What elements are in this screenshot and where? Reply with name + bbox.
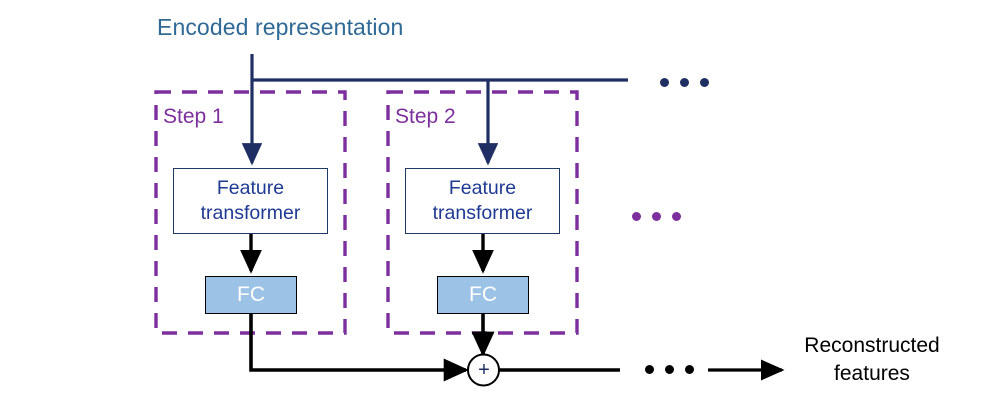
ellipsis-dot	[652, 212, 661, 221]
ellipsis-dot	[700, 78, 709, 87]
encoded-representation-label: Encoded representation	[157, 14, 404, 40]
sum-node-symbol: +	[478, 359, 490, 381]
ellipsis-dot	[685, 365, 694, 374]
step-1-label: Step 1	[163, 105, 224, 128]
reconstructed-features-label: Reconstructed features	[782, 332, 962, 388]
ellipsis-dot	[672, 212, 681, 221]
step-1-feature-transformer-box: Feature transformer	[173, 168, 328, 234]
ellipsis-dot	[680, 78, 689, 87]
step-2-label: Step 2	[395, 105, 456, 128]
step-1-fc-to-sum-path	[249, 314, 469, 382]
ellipsis-top-icon	[660, 78, 709, 87]
ellipsis-dot	[632, 212, 641, 221]
step-1-fc-box: FC	[205, 276, 297, 314]
ellipsis-dot	[665, 365, 674, 374]
step-2-feature-transformer-box: Feature transformer	[405, 168, 560, 234]
step-2-fc-box: FC	[437, 276, 529, 314]
ellipsis-bottom-icon	[645, 365, 694, 374]
step-1-feature-transformer-line-2: transformer	[200, 202, 301, 224]
ellipsis-dot	[645, 365, 654, 374]
reconstructed-features-line-1: Reconstructed	[804, 334, 940, 357]
ellipsis-middle-icon	[632, 212, 681, 221]
step-2-feature-transformer-line-1: Feature	[448, 177, 517, 199]
ellipsis-dot	[660, 78, 669, 87]
reconstructed-features-line-2: features	[834, 362, 910, 385]
step-2-feature-transformer-line-2: transformer	[432, 202, 533, 224]
step-1-feature-transformer-line-1: Feature	[216, 177, 285, 199]
